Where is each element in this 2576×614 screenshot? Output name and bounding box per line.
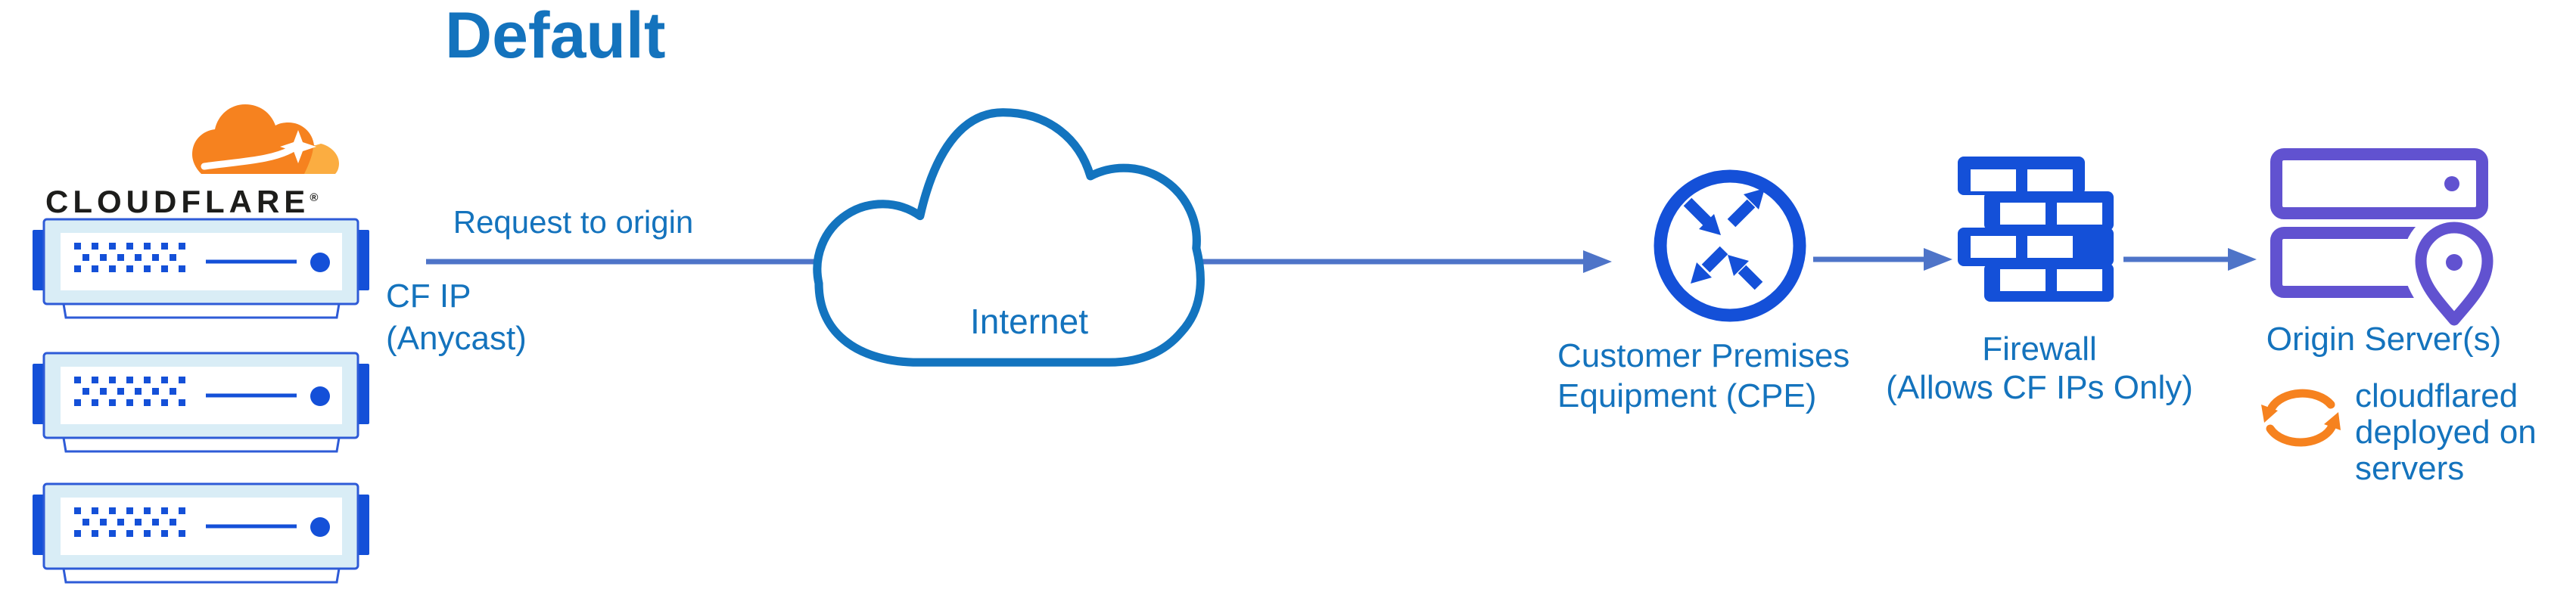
internet-cloud-icon [813,108,1205,367]
request-to-origin-label: Request to origin [453,204,694,240]
origin-servers-label: Origin Server(s) [2266,321,2502,358]
cloudflared-label: cloudflared deployed on servers [2355,378,2537,487]
cloudflared-line2: deployed on [2355,414,2537,451]
page-title: Default [445,0,666,72]
firewall-label: Firewall (Allows CF IPs Only) [1854,330,2225,407]
anycast-line: (Anycast) [386,320,527,357]
origin-servers-icon [2270,148,2506,338]
cloudflare-logo-icon [192,104,339,174]
arrowhead-to-firewall [1924,248,1952,271]
arrowhead-to-cpe [1583,250,1612,273]
firewall-label-line2: (Allows CF IPs Only) [1886,369,2193,406]
cf-ip-anycast-label: CF IP (Anycast) [386,275,527,360]
cpe-label: Customer Premises Equipment (CPE) [1557,336,1850,416]
location-pin-icon [2415,222,2494,326]
cloudflare-wordmark: CLOUDFLARE® [45,184,319,219]
sync-arrows-icon [2261,389,2341,447]
firewall-label-line1: Firewall [1982,330,2097,367]
server-stack-icon-2 [32,352,370,454]
server-stack-icon-3 [32,482,370,585]
server-stack-icon-1 [32,218,370,320]
arrowhead-to-origin [2228,248,2257,271]
cpe-label-line2: Equipment (CPE) [1557,377,1817,414]
brick-wall-icon [1958,157,2114,302]
cloudflared-line1: cloudflared [2355,377,2518,414]
origin-server-bar-1 [2270,148,2488,219]
internet-label: Internet [970,302,1088,341]
router-arrows-icon [1654,169,1806,322]
cpe-label-line1: Customer Premises [1557,337,1850,374]
cf-ip-line: CF IP [386,278,471,315]
cloudflared-line3: servers [2355,450,2465,487]
registered-mark: ® [310,191,319,204]
